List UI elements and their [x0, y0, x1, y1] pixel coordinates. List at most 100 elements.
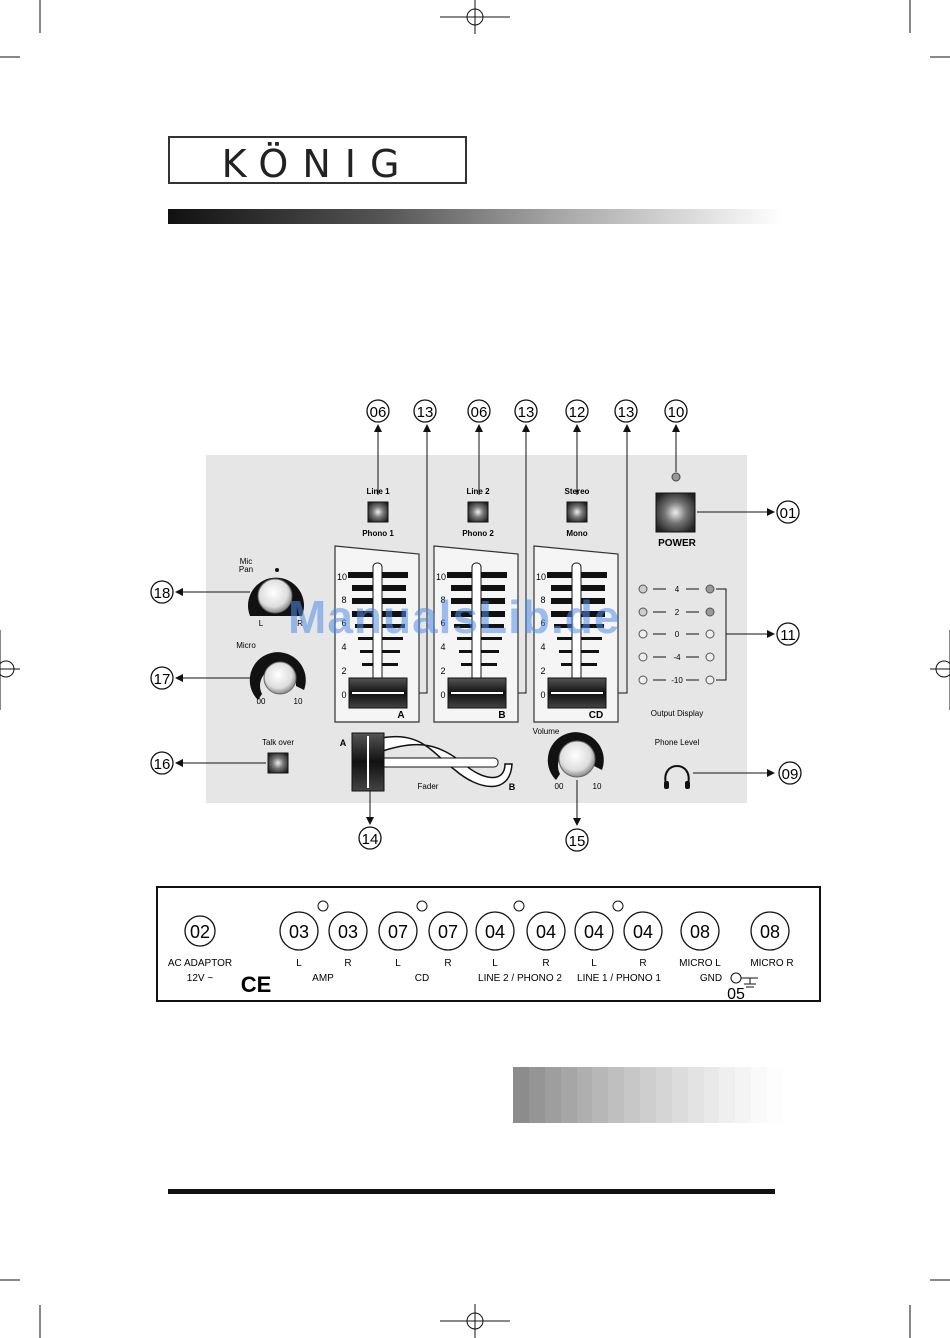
scale-6: 6 [341, 618, 346, 628]
group-label: LINE 2 / PHONO 2 [478, 973, 562, 984]
side-label: R [542, 958, 549, 969]
volume-label: Volume [533, 727, 560, 736]
scale-10: 10 [536, 572, 546, 582]
group-label: AMP [312, 973, 334, 984]
callout-label: 16 [154, 756, 171, 773]
power-section: POWER 01 [655, 472, 800, 549]
jack-label: 04 [536, 922, 556, 942]
mic-pan-knob[interactable]: Mic Pan L R 18 [150, 557, 304, 628]
side-label: L [296, 958, 302, 969]
headphones-icon [664, 765, 690, 785]
callout-label: 18 [154, 585, 171, 602]
jack-label: 03 [289, 922, 309, 942]
rear-group-labels: AMP CD LINE 2 / PHONO 2 LINE 1 / PHONO 1 [312, 973, 661, 984]
fader-a[interactable]: A [334, 545, 420, 723]
jack-label: 04 [584, 922, 604, 942]
output-display: 4 2 0 -4 -10 [638, 584, 800, 718]
level-label: 4 [675, 585, 680, 594]
jack-label: 04 [485, 922, 505, 942]
scale-8: 8 [341, 595, 346, 605]
callout-label: 11 [780, 627, 796, 644]
side-label: R [344, 958, 351, 969]
micro-r-label: MICRO R [750, 958, 793, 969]
ce-mark: CE [241, 972, 272, 997]
jack-label: 08 [760, 922, 780, 942]
mic-pan-left: L [259, 619, 264, 628]
switch-stereo-mono[interactable]: Stereo Mono [565, 487, 590, 538]
callout-label: 06 [471, 404, 488, 421]
volume-knob[interactable]: Volume 00 10 15 [533, 727, 604, 852]
jack-label: 08 [690, 922, 710, 942]
switch-bottom-label: Phono 2 [462, 529, 494, 538]
switch-line2-phono2[interactable]: Line 2 Phono 2 [462, 487, 494, 538]
jack-label: 03 [338, 922, 358, 942]
jack-label: 07 [438, 922, 458, 942]
micro-max: 10 [294, 697, 303, 706]
footer-line [168, 1189, 775, 1194]
jack-label: 04 [633, 922, 653, 942]
callout-label: 13 [417, 404, 434, 421]
switch-top-label: Line 2 [466, 487, 490, 496]
level-label: 2 [675, 608, 680, 617]
ground-icon [730, 972, 758, 988]
jack-label: 07 [388, 922, 408, 942]
crossfader[interactable]: A Fader B 14 [340, 732, 516, 850]
switch-top-label: Line 1 [366, 487, 390, 496]
gray-gradient-blocks [513, 1067, 783, 1123]
watermark: ManualsLib.de [288, 591, 621, 643]
mic-pan-label-1: Mic [240, 557, 252, 566]
fader-b[interactable]: B [433, 545, 519, 723]
power-label: POWER [658, 538, 697, 549]
level-row: -10 [638, 675, 715, 685]
callout-label: 12 [569, 404, 586, 421]
callout-label: 14 [362, 831, 379, 848]
callout-label: 13 [618, 404, 635, 421]
callout-13-c: 13 [605, 399, 638, 694]
crossfader-right: B [509, 782, 516, 792]
scale-4: 4 [341, 642, 346, 652]
scale-2: 2 [341, 666, 346, 676]
switch-line1-phono1[interactable]: Line 1 Phono 1 [362, 487, 394, 538]
channel-cd-label: CD [589, 710, 603, 721]
callout-label: 06 [370, 404, 387, 421]
scale-0: 0 [440, 690, 445, 700]
volume-max: 10 [593, 782, 602, 791]
callout-06-b: 06 [467, 399, 491, 495]
rear-side-labels: L R L R L R L R [296, 958, 646, 969]
callout-label: 17 [154, 671, 171, 688]
callout-label: 13 [518, 404, 535, 421]
callout-label: 09 [782, 766, 799, 783]
switch-bottom-label: Mono [566, 529, 587, 538]
callout-label: 15 [569, 833, 586, 850]
crossfader-left: A [340, 738, 347, 748]
channel-faders: A B [334, 545, 619, 723]
scale-4: 4 [540, 642, 545, 652]
level-row: 0 [638, 629, 715, 639]
scale-2: 2 [540, 666, 545, 676]
jack-label: 02 [190, 922, 210, 942]
phone-level[interactable]: Phone Level 09 [655, 738, 802, 789]
scale-6: 6 [440, 618, 445, 628]
power-button[interactable] [655, 492, 696, 533]
scale-10: 10 [436, 572, 446, 582]
callout-label: 10 [668, 404, 685, 421]
level-row: -4 [638, 652, 715, 662]
group-label: CD [415, 973, 429, 984]
header-gradient-bar [168, 209, 783, 224]
mic-pan-right: R [297, 619, 303, 628]
fader-cd[interactable]: CD [533, 545, 619, 723]
micro-knob[interactable]: Micro 00 10 17 [150, 641, 306, 706]
scale-8: 8 [440, 595, 445, 605]
side-label: R [639, 958, 646, 969]
micro-l-label: MICRO L [679, 958, 721, 969]
side-label: L [591, 958, 597, 969]
switch-top-label: Stereo [565, 487, 590, 496]
gnd-label: GND [700, 973, 722, 984]
group-label: LINE 1 / PHONO 1 [577, 973, 661, 984]
scale-0: 0 [540, 690, 545, 700]
callout-12: 12 [565, 399, 589, 495]
talk-over-button[interactable]: Talk over 16 [150, 738, 294, 775]
